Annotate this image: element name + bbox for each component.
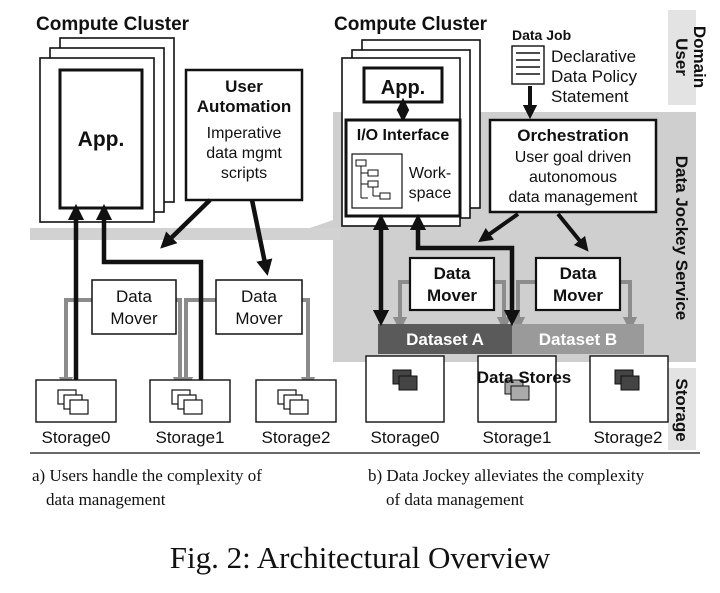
left-ua-desc-2: data mgmt: [206, 145, 282, 162]
subcaption-b-line1: b) Data Jockey alleviates the complexity: [368, 466, 645, 485]
right-data-mover-1: [534, 256, 622, 312]
right-storage0-files-icon: [392, 369, 418, 391]
left-mover0-line2: Mover: [110, 309, 158, 328]
right-io-storage1-arrow: [409, 213, 521, 327]
left-ua-title-2: Automation: [197, 97, 291, 116]
storage-label: Storage: [672, 378, 691, 441]
user-domain-strip: [668, 10, 696, 105]
left-user-automation-box: [184, 68, 304, 202]
orchestration-line1: User goal driven: [515, 149, 632, 166]
dataset-a-label: Dataset A: [406, 330, 484, 349]
subcaption-b-line2: of data management: [386, 490, 524, 509]
left-storage2-label: Storage2: [262, 428, 331, 447]
left-storage1-label: Storage1: [156, 428, 225, 447]
right-workspace-line1: Work-: [409, 165, 451, 182]
right-mover1-path-b: [620, 280, 638, 332]
subcaption-a-line2: data management: [46, 490, 166, 509]
left-mover0-line1: Data: [116, 287, 152, 306]
dataset-b-label: Dataset B: [539, 330, 617, 349]
left-storage2-files-icon: [277, 389, 309, 415]
service-band-right: [310, 228, 340, 240]
right-storage1-files-icon: [504, 379, 530, 401]
left-app-label: App.: [78, 128, 125, 151]
dataset-b-bar: [512, 324, 644, 354]
left-data-mover-1: [215, 279, 303, 335]
orchestration-line3: data management: [509, 189, 639, 206]
left-ua-title-1: User: [225, 77, 263, 96]
right-mover0-line1: Data: [434, 264, 471, 283]
right-workspace-line2: space: [409, 185, 452, 202]
service-label: Data Jockey Service: [672, 156, 691, 320]
left-mover1-line1: Data: [241, 287, 277, 306]
right-storage2-files-icon: [614, 369, 640, 391]
right-app-box: [362, 66, 444, 104]
left-storage1-files-icon: [171, 389, 203, 415]
right-cluster-title: Compute Cluster: [334, 14, 488, 35]
subcaption-a: a) Users handle the complexity of data m…: [32, 464, 352, 512]
dataset-a-bar: [378, 324, 512, 354]
right-mover1-line1: Data: [560, 264, 597, 283]
service-strip: [668, 112, 696, 362]
left-mover0-path-a: [58, 298, 92, 392]
document-list-icon: [511, 45, 545, 85]
left-storage0-label: Storage0: [42, 428, 111, 447]
data-job-line3: Statement: [551, 87, 629, 106]
right-storage2-label: Storage2: [594, 428, 663, 447]
left-storage0-files-icon: [57, 389, 89, 415]
data-job-line1: Declarative: [551, 47, 636, 66]
orch-mover1-arrow: [556, 212, 589, 252]
left-mover1-path-b: [300, 298, 316, 392]
subcaption-a-line1: a) Users handle the complexity of: [32, 466, 262, 485]
right-storage1-label: Storage1: [483, 428, 552, 447]
storage-strip: [668, 368, 696, 450]
data-stores-label: Data Stores: [477, 368, 571, 387]
left-ua-desc-1: Imperative: [207, 125, 282, 142]
right-io-interface-label: I/O Interface: [357, 127, 450, 144]
left-ua-desc-3: scripts: [221, 165, 267, 182]
orchestration-line2: autonomous: [529, 169, 617, 186]
subcaption-b: b) Data Jockey alleviates the complexity…: [368, 464, 708, 512]
right-app-label: App.: [381, 77, 425, 99]
data-job-title: Data Job: [512, 27, 571, 43]
left-app-box: [58, 68, 144, 210]
orchestration-title: Orchestration: [517, 126, 628, 145]
left-ua-mover1-arrow: [249, 199, 273, 276]
right-mover0-line2: Mover: [427, 286, 477, 305]
workspace-tree-icon: [355, 159, 391, 200]
left-cluster-title: Compute Cluster: [36, 14, 190, 35]
right-mover0-path-a: [392, 280, 410, 332]
left-app-storage1-arrow: [95, 203, 210, 405]
right-mover1-line2: Mover: [553, 286, 603, 305]
left-ua-mover0-arrow: [160, 198, 212, 249]
left-mover1-line2: Mover: [235, 309, 283, 328]
user-domain-label-1: User: [672, 38, 691, 76]
figure-caption: Fig. 2: Architectural Overview: [169, 540, 551, 575]
right-storage0-label: Storage0: [371, 428, 440, 447]
data-job-line2: Data Policy: [551, 67, 637, 86]
user-domain-label-2: Domain: [690, 26, 709, 88]
orchestration-box: [488, 118, 658, 214]
